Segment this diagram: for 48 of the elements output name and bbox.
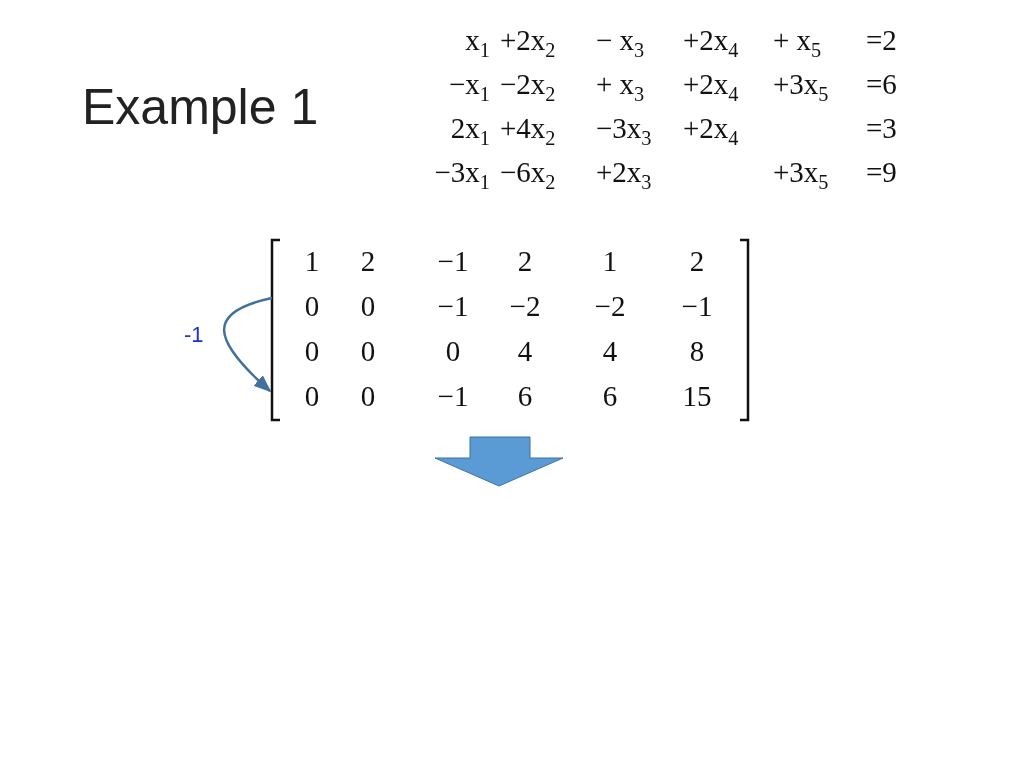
equation-term: −2x$_{2}$: [500, 67, 557, 102]
matrix-entry: 6: [516, 379, 534, 414]
equation-term: =3: [866, 111, 898, 146]
curved-arrow: [222, 296, 273, 393]
matrix-entry: −2: [508, 289, 542, 324]
equation-term: −3x$_{1}$: [433, 155, 490, 190]
matrix-entry: −2: [593, 289, 627, 324]
equation-term: +3x$_{5}$: [773, 67, 830, 102]
matrix-entry: 0: [303, 379, 321, 414]
equation-term: − x$_{3}$: [596, 23, 646, 58]
matrix-entry: 2: [516, 244, 534, 279]
matrix-entry: 0: [303, 334, 321, 369]
equation-term: 2x$_{1}$: [449, 111, 490, 146]
matrix-entry: 8: [688, 334, 706, 369]
matrix-entry: 4: [516, 334, 534, 369]
equation-term: =9: [866, 155, 898, 190]
equation-term: x$_{1}$: [464, 23, 490, 58]
equation-term: +2x$_{4}$: [683, 111, 740, 146]
matrix-entry: 2: [688, 244, 706, 279]
matrix-entry: −1: [680, 289, 714, 324]
equation-term: + x$_{5}$: [773, 23, 823, 58]
equation-term: +2x$_{2}$: [500, 23, 557, 58]
matrix-entry: 4: [601, 334, 619, 369]
equation-term: +2x$_{4}$: [683, 23, 740, 58]
equation-term: −x$_{1}$: [448, 67, 490, 102]
matrix-entry: −1: [436, 379, 470, 414]
equation-term: +2x$_{4}$: [683, 67, 740, 102]
matrix-entry: 0: [359, 334, 377, 369]
matrix-entry: −1: [436, 244, 470, 279]
matrix-entry: 6: [601, 379, 619, 414]
matrix-entry: 1: [601, 244, 619, 279]
matrix-entry: 0: [303, 289, 321, 324]
matrix-entry: 1: [303, 244, 321, 279]
matrix-entry: 2: [359, 244, 377, 279]
equation-term: −3x$_{3}$: [596, 111, 653, 146]
matrix-entry: 0: [359, 379, 377, 414]
slide-title: Example 1: [82, 78, 319, 136]
matrix-entry: −1: [436, 289, 470, 324]
matrix-entry: 0: [359, 289, 377, 324]
equation-term: +2x$_{3}$: [596, 155, 653, 190]
equation-term: −6x$_{2}$: [500, 155, 557, 190]
equation-term: =6: [866, 67, 898, 102]
equation-term: + x$_{3}$: [596, 67, 646, 102]
equation-term: =2: [866, 23, 898, 58]
equation-term: +3x$_{5}$: [773, 155, 830, 190]
equation-term: +4x$_{2}$: [500, 111, 557, 146]
matrix-entry: 0: [444, 334, 462, 369]
matrix-entry: 15: [681, 379, 713, 414]
